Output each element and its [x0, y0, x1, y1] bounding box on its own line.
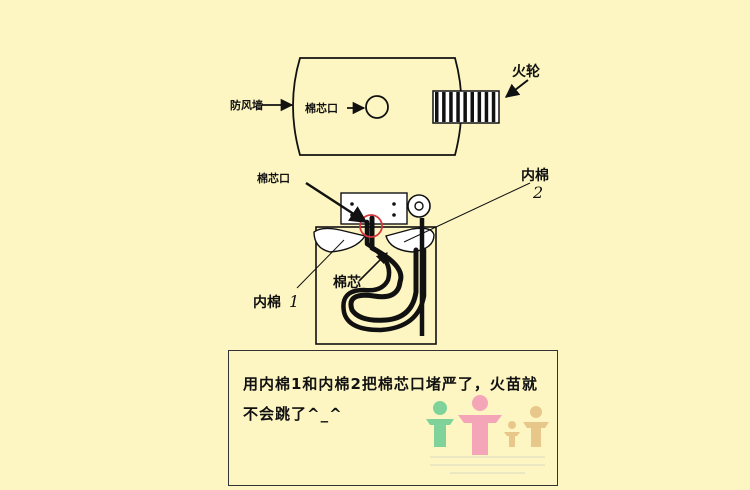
flint-wheel-ridge [477, 92, 482, 122]
flint-wheel-arrow [504, 79, 529, 98]
wick-arrow [358, 252, 388, 282]
wick-path-2 [341, 219, 427, 333]
flint-wheel-top [432, 90, 500, 124]
flint-wheel-side [407, 194, 431, 218]
flint-wheel-label: 火轮 [512, 63, 540, 80]
flint-wheel-ridge [491, 92, 496, 122]
wick-opening-bottom-arrow [305, 181, 368, 224]
flint-wheel-ridge [449, 92, 453, 122]
flint-wheel-ridge [470, 92, 474, 122]
lighter-top-view: 防风墙 棉芯口 火轮 [230, 57, 540, 156]
wick-opening-bottom-label: 棉芯口 [257, 171, 290, 185]
inner-cotton-1-label: 内棉 [253, 294, 281, 311]
top-view-outline [292, 57, 463, 156]
note-box: 用内棉1和内棉2把棉芯口堵严了，火苗就不会跳了^_^ [228, 350, 558, 486]
inner-cotton-2-leader [403, 182, 531, 243]
windwall-label: 防风墙 [230, 98, 263, 112]
flint-wheel-ridge [442, 92, 446, 122]
note-text: 用内棉1和内棉2把棉芯口堵严了，火苗就不会跳了^_^ [243, 375, 538, 423]
lighter-side-view: 棉芯口 内棉 2 内棉 1 棉芯 [253, 167, 549, 345]
flint-wheel-ridge [484, 92, 489, 122]
wick-label: 棉芯 [333, 274, 361, 291]
watermark-figure-green [426, 401, 454, 447]
inner-cotton-2-number: 2 [532, 183, 543, 202]
flint-wheel-ridge [463, 92, 467, 122]
inner-cotton-1-leader [296, 239, 345, 289]
flint-wheel-ridge [435, 92, 439, 122]
wick-path [348, 215, 419, 323]
inner-cotton-2-label: 内棉 [521, 167, 549, 184]
inner-cotton-1-number: 1 [289, 292, 299, 311]
wick-opening-highlight [359, 214, 383, 238]
watermark-figure-pink [458, 395, 502, 455]
wick-opening-top-label: 棉芯口 [305, 101, 338, 115]
inner-cotton-1-shape [313, 227, 367, 253]
watermark-figure-tan [523, 406, 549, 447]
wick-opening-hole [365, 95, 389, 119]
watermark-people-logo [426, 395, 549, 474]
watermark-figure-tan-small [504, 421, 520, 447]
lighter-body [315, 226, 437, 345]
flint-wheel-ridge [456, 92, 460, 122]
